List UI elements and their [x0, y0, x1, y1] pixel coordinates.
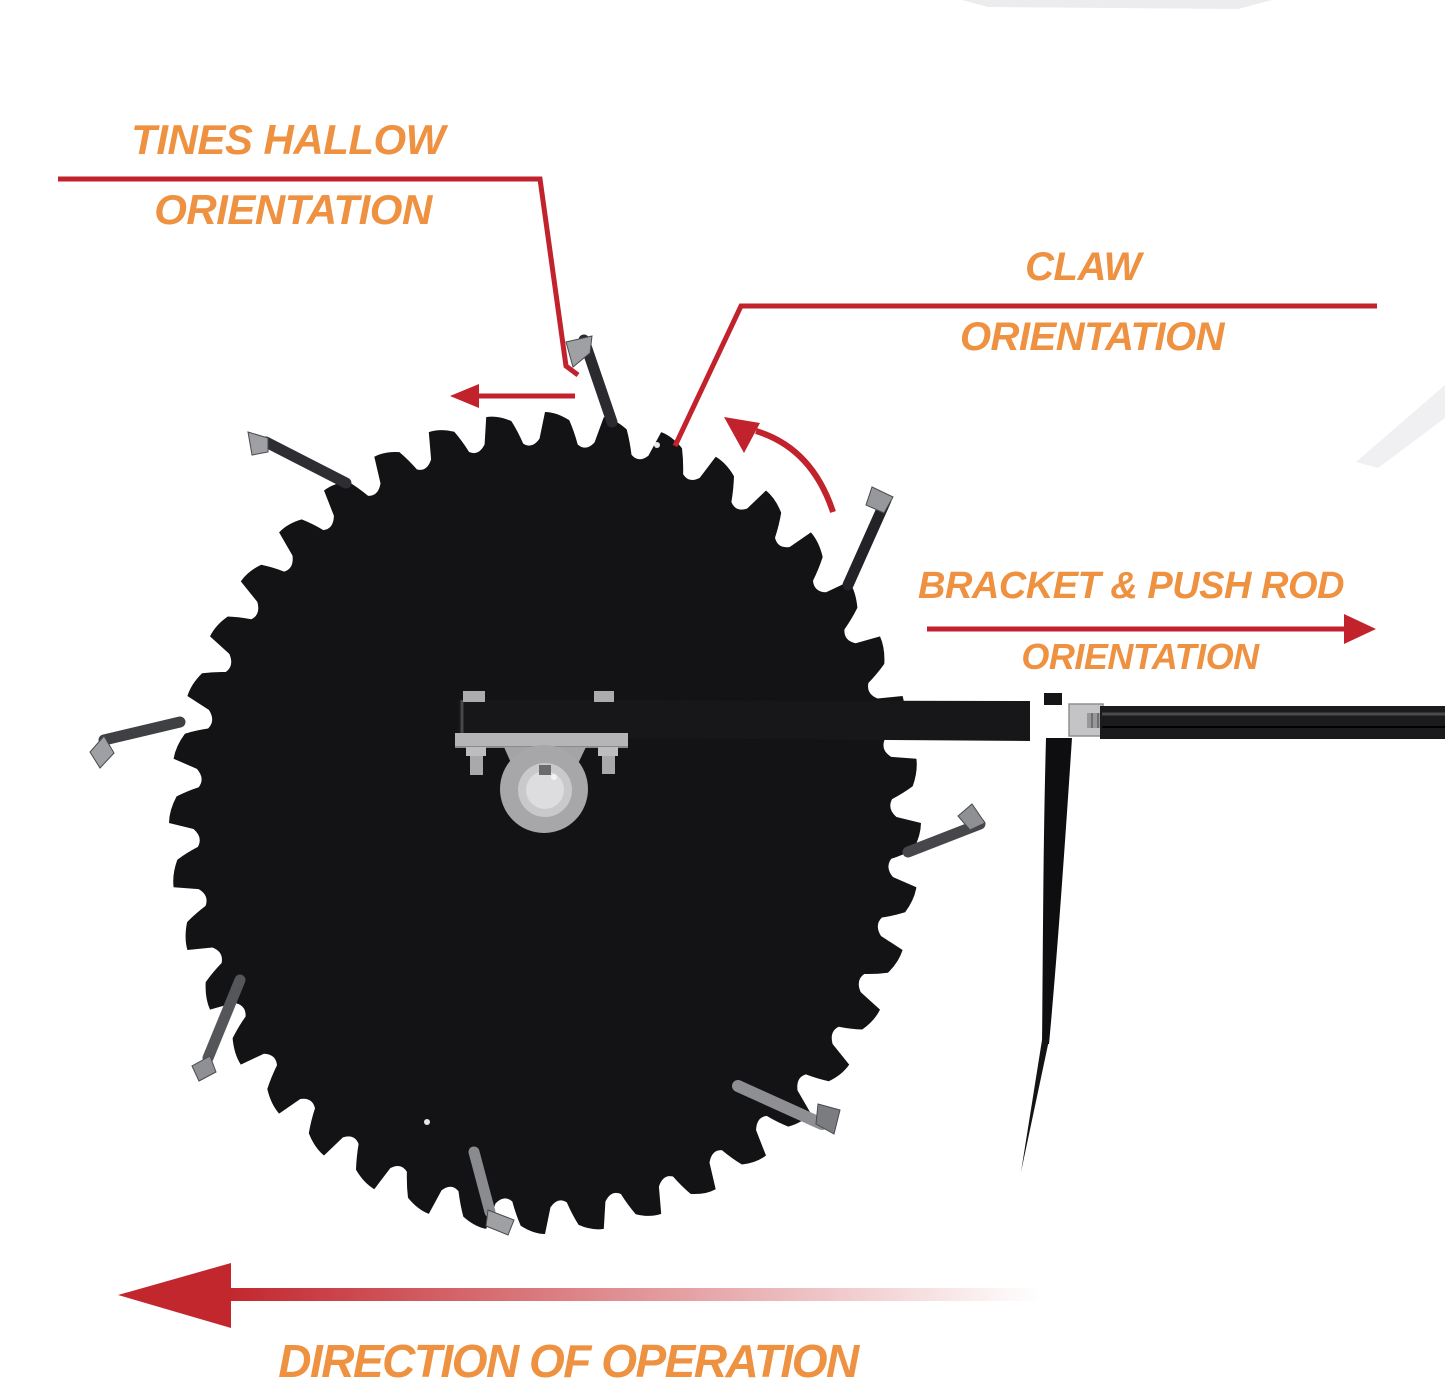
tine-bottom-right-rod: [732, 1080, 828, 1130]
direction-of-operation-label: DIRECTION OF OPERATION: [278, 1335, 859, 1379]
tine-left-claw: [89, 735, 115, 769]
claw-rotation-arc: [755, 428, 836, 513]
mount-plate: [455, 733, 628, 747]
claw-label-line2: ORIENTATION: [959, 315, 1225, 359]
joint-tab: [1044, 693, 1062, 705]
tine-top-left-rod: [260, 436, 352, 489]
bearing-core: [526, 771, 564, 809]
bolt-left-shaft: [470, 756, 483, 775]
tine-right-rod: [902, 818, 986, 858]
tine-bottom-claw: [485, 1209, 515, 1236]
bearing-slot: [539, 765, 551, 775]
tine-bottom-rod: [468, 1146, 496, 1218]
tine-right-claw: [957, 803, 986, 831]
plate-tab-right: [594, 691, 614, 702]
tine-left-rod: [98, 716, 186, 746]
hanging-blade-tip: [1021, 1040, 1049, 1172]
faint-streak-top: [962, 0, 1272, 9]
plate-tab-left: [463, 691, 485, 702]
tine-top-right-rod: [842, 494, 892, 591]
tines-hallow-label-line1: TINES HALLOW: [131, 116, 445, 163]
tines-direction-arrow-head: [450, 384, 479, 408]
push-rod: [1100, 706, 1445, 739]
direction-arrow-shaft: [228, 1288, 1040, 1301]
bracket-push-rod-label-line1: BRACKET & PUSH ROD: [918, 565, 1344, 607]
bearing-glint: [551, 774, 557, 780]
bracket-push-rod-label-line2: ORIENTATION: [1021, 636, 1259, 677]
direction-arrow-head: [118, 1263, 231, 1328]
bracket-arrow-head: [1344, 614, 1376, 644]
bolt-right-shaft: [602, 756, 615, 774]
bracket-bar: [458, 700, 1030, 741]
blade-pin-hole: [424, 1119, 430, 1125]
tine-bottom-right-claw: [815, 1103, 841, 1135]
tines-hallow-label-line2: ORIENTATION: [154, 186, 432, 233]
tine-top-right-claw: [865, 486, 894, 514]
blade-pin-hole: [654, 442, 660, 448]
tine-bottom-left-rod: [202, 974, 246, 1064]
faint-streak-right: [1356, 385, 1445, 468]
hanging-blade: [1042, 738, 1072, 1044]
claw-rotation-arrow-head: [724, 417, 760, 453]
tine-top-claw: [565, 335, 593, 368]
claw-leader-line: [672, 303, 1377, 448]
tines-leader-line: [58, 176, 580, 377]
diagram-layers: [58, 0, 1445, 1328]
bolt-left-head: [466, 747, 486, 756]
bolt-right-head: [598, 747, 618, 756]
claw-label-line1: CLAW: [1025, 245, 1141, 289]
tine-bottom-left-claw: [191, 1055, 217, 1082]
tine-top-left-claw: [247, 431, 269, 456]
